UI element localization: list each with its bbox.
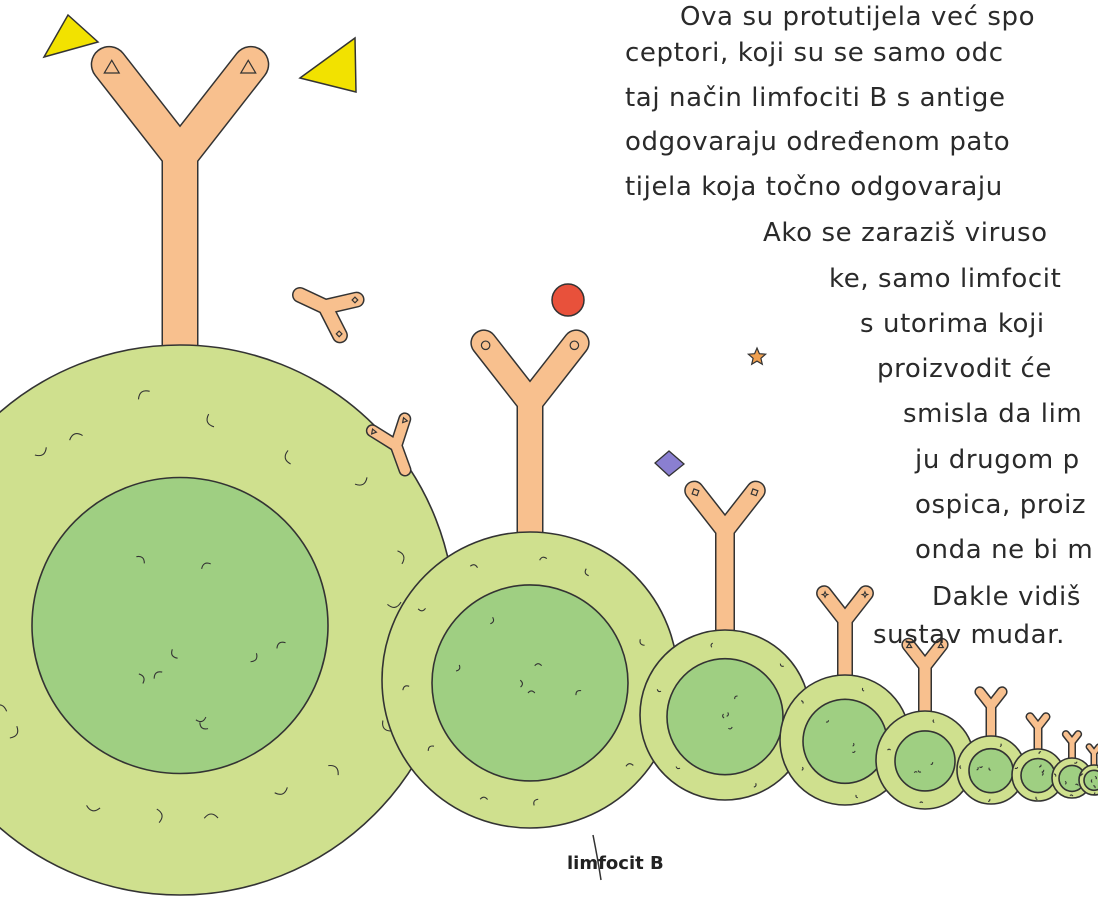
- cell-caption: limfocit B: [567, 853, 664, 874]
- antibody-y-icon: [104, 60, 255, 357]
- text-line: proizvodit će: [877, 352, 1052, 386]
- text-line: ju drugom p: [915, 443, 1080, 477]
- antibody-y-icon: [692, 489, 758, 642]
- text-line: Ova su protutijela već spo: [680, 0, 1035, 34]
- text-line: onda ne bi m: [915, 533, 1093, 567]
- yellow-triangle-antigen: [44, 15, 98, 57]
- text-line: Dakle vidiš: [932, 580, 1081, 614]
- purple-diamond-antigen: [655, 451, 684, 476]
- text-line: smisla da lim: [903, 397, 1082, 431]
- text-line: taj način limfociti B s antige: [625, 81, 1006, 115]
- antibody-y-icon: [291, 276, 358, 338]
- lymphocyte-cell: [382, 532, 678, 828]
- text-line: s utorima koji: [860, 307, 1045, 341]
- text-line: ke, samo limfocit: [829, 262, 1061, 296]
- text-line: odgovaraju određenom pato: [625, 125, 1010, 159]
- antibody-y-icon: [822, 592, 868, 687]
- red-circle-antigen: [552, 284, 584, 316]
- antibody-y-icon: [481, 341, 578, 544]
- text-line: ceptori, koji su se samo odc: [625, 36, 1004, 70]
- yellow-triangle-antigen: [300, 38, 356, 92]
- text-line: Ako se zaraziš viruso: [763, 216, 1048, 250]
- text-line: sustav mudar.: [873, 618, 1065, 652]
- orange-star-antigen: [748, 348, 765, 364]
- text-line: tijela koja točno odgovaraju: [625, 170, 1003, 204]
- text-line: ospica, proiz: [915, 488, 1086, 522]
- lymphocyte-cell: [0, 345, 455, 895]
